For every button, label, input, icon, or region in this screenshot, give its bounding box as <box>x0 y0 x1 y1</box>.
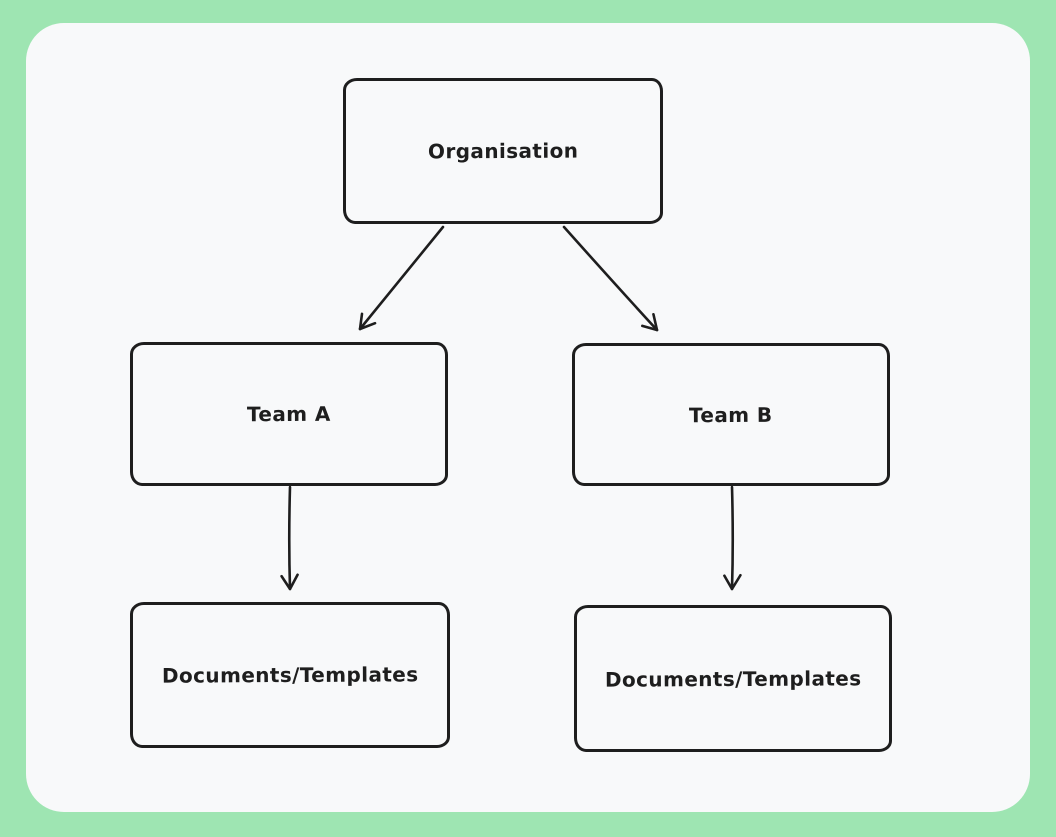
node-team-b-label: Team B <box>689 402 773 427</box>
node-team-a-label: Team A <box>247 401 331 427</box>
node-team-b: Team B <box>572 343 890 486</box>
node-organisation: Organisation <box>343 78 663 224</box>
canvas-surface <box>26 23 1030 812</box>
node-documents-templates-b-label: Documents/Templates <box>604 665 862 692</box>
node-team-a: Team A <box>130 342 448 486</box>
node-documents-templates-a-label: Documents/Templates <box>161 662 419 688</box>
node-organisation-label: Organisation <box>427 138 579 164</box>
node-documents-templates-b: Documents/Templates <box>574 605 892 752</box>
node-documents-templates-a: Documents/Templates <box>130 602 450 748</box>
